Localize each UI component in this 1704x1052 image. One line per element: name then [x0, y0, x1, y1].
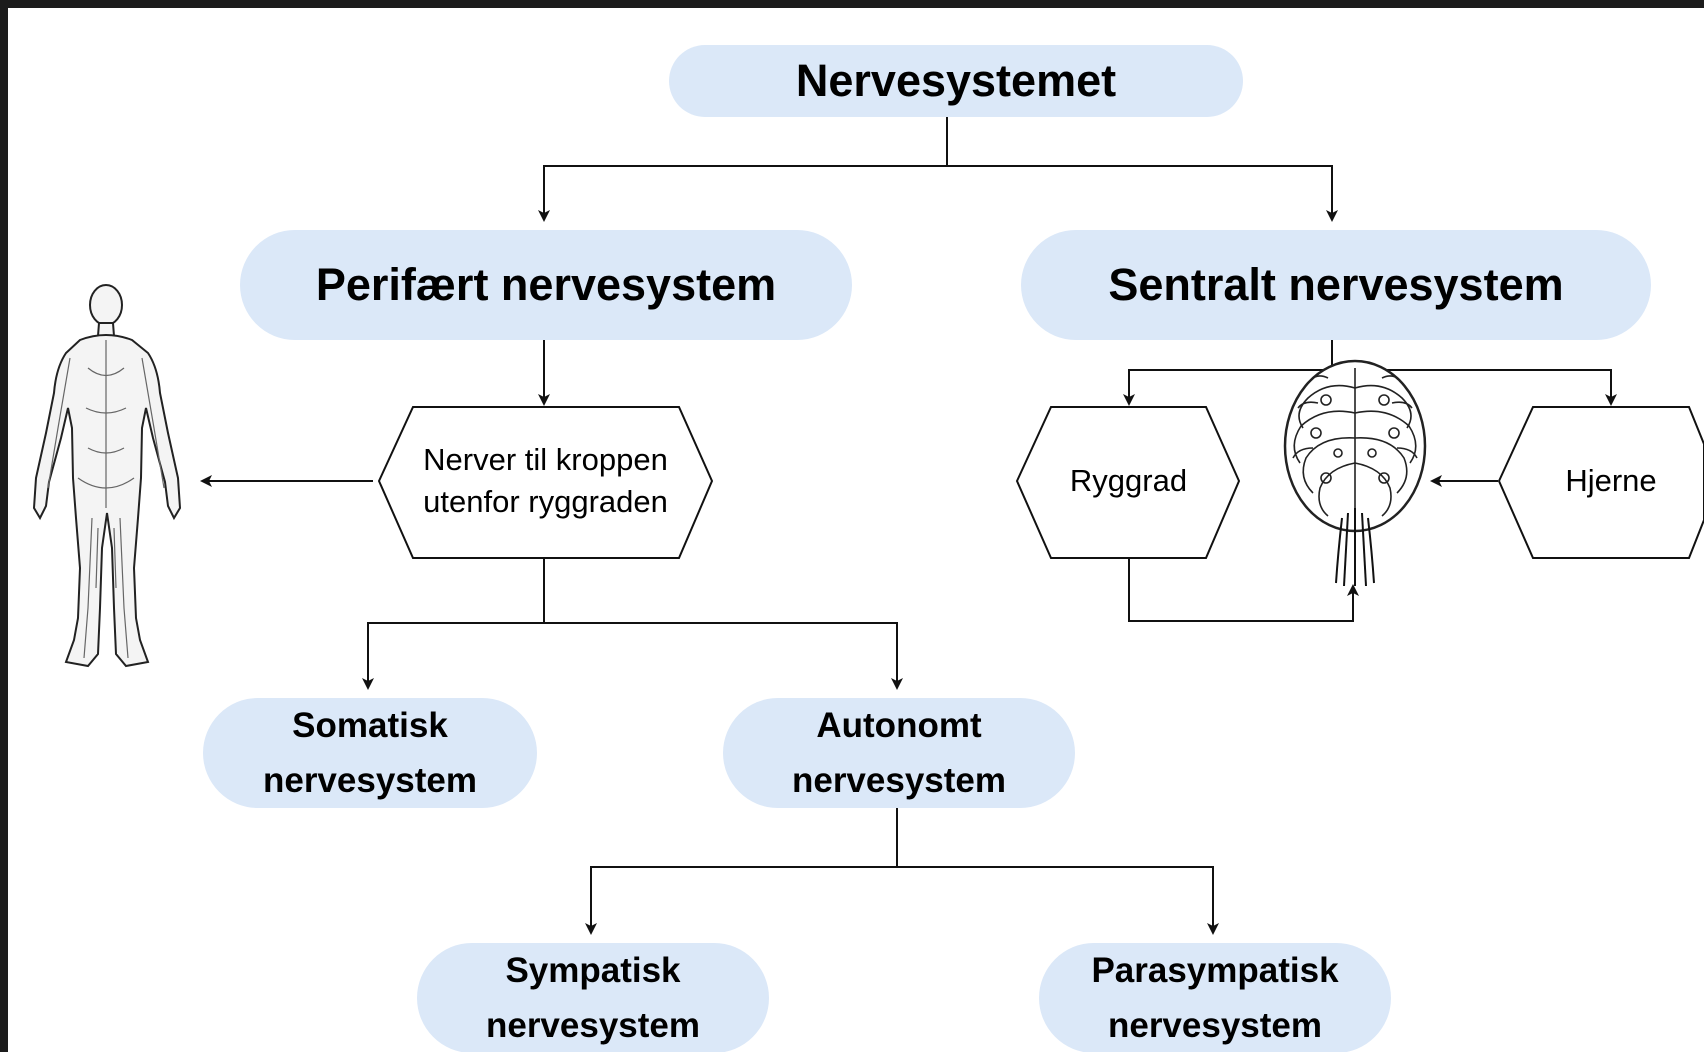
connector-to-brain	[1332, 369, 1617, 406]
diagram-canvas: Nervesystemet Perifært nervesystem Sentr…	[8, 8, 1704, 1052]
autonomic-line2: nervesystem	[791, 761, 1007, 800]
somatic-node: Somatisk nervesystem	[203, 698, 537, 808]
connector-to-sympathetic	[585, 866, 897, 935]
spine-hexagon	[1015, 406, 1241, 559]
parasympathetic-line1: Parasympatisk	[1091, 951, 1339, 990]
sympathetic-line1: Sympatisk	[505, 951, 681, 990]
peripheral-label: Perifært nervesystem	[315, 259, 777, 310]
human-body-illustration	[32, 284, 182, 668]
parasympathetic-line2: nervesystem	[1107, 1006, 1323, 1045]
brain-text: Hjerne	[1565, 463, 1657, 498]
nerves-body-hexagon	[377, 406, 714, 559]
connector-to-somatic	[362, 622, 544, 690]
somatic-line2: nervesystem	[262, 761, 478, 800]
connector-spine-to-brain-image	[1128, 558, 1359, 622]
spine-text: Ryggrad	[1069, 463, 1188, 498]
root-node: Nervesystemet	[669, 45, 1243, 117]
somatic-line1: Somatisk	[292, 706, 448, 745]
nerves-body-line1: Nerver til kroppen	[423, 442, 668, 477]
central-node: Sentralt nervesystem	[1021, 230, 1651, 340]
nerves-body-line2: utenfor ryggraden	[423, 484, 668, 519]
brain-label: Hjerne	[1533, 448, 1689, 514]
connector-root-to-peripheral	[538, 165, 947, 222]
peripheral-node: Perifært nervesystem	[240, 230, 852, 340]
root-label: Nervesystemet	[795, 55, 1117, 106]
central-label: Sentralt nervesystem	[1108, 259, 1564, 310]
autonomic-node: Autonomt nervesystem	[723, 698, 1075, 808]
connector-to-spine	[1123, 369, 1332, 406]
sympathetic-line2: nervesystem	[485, 1006, 701, 1045]
autonomic-line1: Autonomt	[816, 706, 982, 745]
connector-root-to-central	[947, 165, 1338, 222]
nerves-body-label: Nerver til kroppen utenfor ryggraden	[403, 428, 688, 534]
spine-label: Ryggrad	[1051, 448, 1206, 514]
connector-to-parasympathetic	[897, 866, 1219, 935]
brain-hexagon	[1497, 406, 1704, 559]
diagram-connectors	[32, 111, 1704, 935]
brain-tree-illustration	[1283, 359, 1427, 587]
sympathetic-node: Sympatisk nervesystem	[417, 943, 769, 1052]
parasympathetic-node: Parasympatisk nervesystem	[1039, 943, 1391, 1052]
connector-to-autonomic	[544, 622, 903, 690]
